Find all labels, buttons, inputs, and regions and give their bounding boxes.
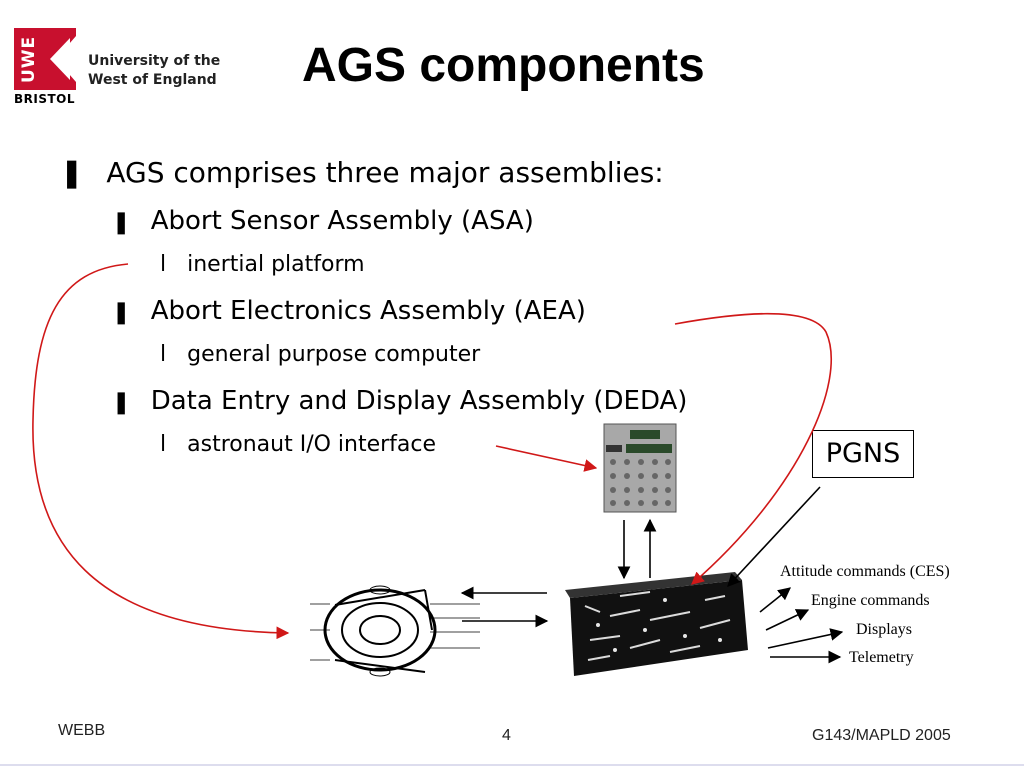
footer-reference: G143/MAPLD 2005 — [812, 727, 951, 744]
bullet-marker: l — [160, 252, 167, 277]
bullet-deda-text: Data Entry and Display Assembly (DEDA) — [150, 386, 688, 416]
bullet-asa-text: Abort Sensor Assembly (ASA) — [150, 206, 534, 236]
arrow-engine — [765, 609, 810, 631]
footer-divider — [0, 764, 1024, 766]
bullet-aea-text: Abort Electronics Assembly (AEA) — [150, 296, 586, 326]
red-arrows — [32, 263, 833, 640]
footer-page-number: 4 — [502, 727, 511, 744]
black-arrows — [460, 486, 844, 664]
arrow-displays — [767, 628, 844, 649]
bullet-main-text: AGS comprises three major assemblies: — [106, 156, 664, 189]
arrow-pgns-to-aea — [727, 486, 821, 587]
arrow-deda-link — [495, 445, 598, 472]
deda-keypad-image — [603, 423, 677, 513]
arrow-aea-link — [674, 312, 833, 585]
bullet-deda-sub: l astronaut I/O interface — [160, 432, 436, 457]
bullet-marker: ❚ — [112, 210, 131, 235]
output-label-telemetry: Telemetry — [849, 649, 914, 666]
logo-bristol: BRISTOL — [14, 92, 76, 106]
output-label-attitude: Attitude commands (CES) — [780, 563, 950, 580]
aea-electronics-image — [565, 572, 748, 676]
arrow-attitude — [759, 587, 791, 613]
output-label-engine: Engine commands — [811, 592, 930, 609]
logo-university-line2: West of England — [88, 72, 217, 88]
logo-chevron-icon — [44, 28, 76, 90]
pgns-box: PGNS — [812, 430, 914, 478]
bullet-asa-sub-text: inertial platform — [187, 252, 365, 277]
bullet-marker: l — [160, 432, 167, 457]
bullet-main: ❚ AGS comprises three major assemblies: — [60, 156, 664, 189]
footer-author: WEBB — [58, 722, 106, 739]
bullet-asa: ❚ Abort Sensor Assembly (ASA) — [112, 206, 534, 236]
bullet-marker: ❚ — [112, 300, 131, 325]
bullet-deda: ❚ Data Entry and Display Assembly (DEDA) — [112, 386, 687, 416]
bullet-marker: ❚ — [112, 390, 131, 415]
logo-university-name: University of the West of England — [88, 52, 220, 90]
bullet-asa-sub: l inertial platform — [160, 252, 365, 277]
arrow-asa-link — [32, 263, 290, 640]
slide-title: AGS components — [302, 39, 705, 92]
bullet-aea-sub-text: general purpose computer — [187, 342, 481, 367]
bullet-deda-sub-text: astronaut I/O interface — [187, 432, 437, 457]
asa-inertial-platform-image — [310, 585, 480, 677]
bullet-marker: l — [160, 342, 167, 367]
logo-university-line1: University of the — [88, 53, 221, 69]
output-label-displays: Displays — [856, 621, 912, 638]
bullet-aea: ❚ Abort Electronics Assembly (AEA) — [112, 296, 586, 326]
logo-uwe-mark — [14, 28, 44, 90]
bullet-aea-sub: l general purpose computer — [160, 342, 480, 367]
bullet-marker: ❚ — [60, 156, 84, 189]
